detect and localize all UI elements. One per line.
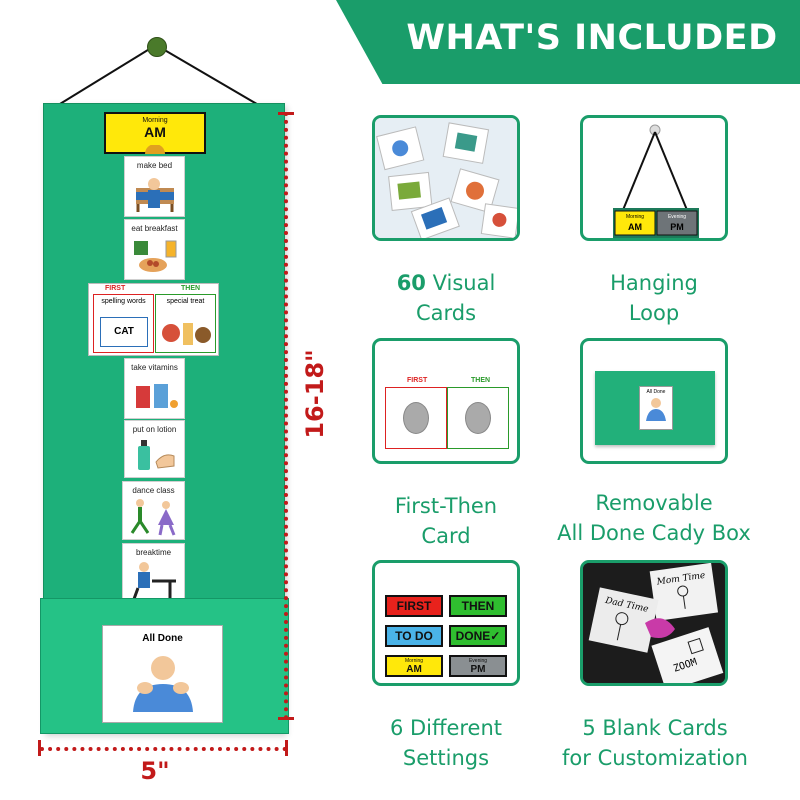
card-dance-class: dance class xyxy=(122,481,185,540)
mini-gesture-icon xyxy=(646,398,666,421)
special-treat-label: special treat xyxy=(166,298,205,305)
card-breaktime: breaktime xyxy=(122,543,185,605)
width-tick-right xyxy=(285,740,288,756)
then-label: THEN xyxy=(181,285,201,292)
height-tick-top xyxy=(278,112,294,115)
card-label: eat breakfast xyxy=(131,224,178,233)
width-dimension-label: 5" xyxy=(140,757,170,785)
dance-icon xyxy=(130,499,175,536)
blank-cards-photo-icon: Mom Time Dad Time ZOOM xyxy=(583,563,725,683)
sunrise-icon xyxy=(145,144,165,154)
vitamins-icon xyxy=(135,384,178,408)
morning-header-card: Morning AM xyxy=(104,112,206,154)
first-slot: spelling words CAT xyxy=(93,294,154,353)
setting-to-do: TO DO xyxy=(385,625,443,647)
page-title: WHAT'S INCLUDED xyxy=(406,18,778,58)
caption-all-done-box: Removable All Done Cady Box xyxy=(544,488,764,548)
setting-done: DONE✓ xyxy=(449,625,507,647)
mini-cady-box: All Done xyxy=(595,371,715,445)
card-put-on-lotion: put on lotion xyxy=(124,420,185,478)
caption-settings: 6 Different Settings xyxy=(372,713,520,773)
caption-line1: Hanging xyxy=(610,271,698,295)
card-eat-breakfast: eat breakfast xyxy=(124,219,185,280)
caption-line1: First-Then xyxy=(394,494,498,518)
card-label: dance class xyxy=(132,486,175,495)
velcro-dot-icon xyxy=(403,402,429,434)
setting-then: THEN xyxy=(449,595,507,617)
caption-visual-cards: 60 Visual Cards xyxy=(372,268,520,328)
first-label: FIRST xyxy=(105,285,126,292)
all-done-card: All Done xyxy=(102,625,223,723)
card-take-vitamins: take vitamins xyxy=(124,358,185,419)
mini-then-slot xyxy=(447,387,509,449)
all-done-label: All Done xyxy=(142,633,183,644)
card-label: take vitamins xyxy=(131,363,178,372)
mini-then-label: THEN xyxy=(471,377,491,384)
mini-morning-label: Morning xyxy=(626,214,644,220)
breakfast-icon xyxy=(133,240,176,272)
tile-all-done-box: All Done xyxy=(580,338,728,464)
mini-first-then-card: FIRST THEN xyxy=(385,377,509,449)
caption-line2: Card xyxy=(421,524,471,548)
wall-hook-icon xyxy=(147,37,167,57)
mini-pm-label: PM xyxy=(670,222,684,232)
setting-first: FIRST xyxy=(385,595,443,617)
cat-word: CAT xyxy=(100,317,148,347)
all-done-gesture-icon xyxy=(132,656,193,712)
height-tick-bottom xyxy=(278,717,294,720)
tile-hanging-loop: Morning AM Evening PM xyxy=(580,115,728,241)
tile-visual-cards xyxy=(372,115,520,241)
mini-all-done-card: All Done xyxy=(639,386,673,430)
height-dimension-line xyxy=(284,112,288,720)
mini-first-label: FIRST xyxy=(407,377,428,384)
caption-line1: Visual xyxy=(432,271,496,295)
card-label: breaktime xyxy=(135,548,172,557)
tile-blank-cards: Mom Time Dad Time ZOOM xyxy=(580,560,728,686)
mini-am-label: AM xyxy=(628,222,642,232)
caption-line2: for Customization xyxy=(562,746,748,770)
caption-count: 60 xyxy=(396,271,426,295)
caption-hanging-loop: Hanging Loop xyxy=(580,268,728,328)
card-make-bed: make bed xyxy=(124,156,185,217)
header-small-label: Morning xyxy=(142,117,168,124)
caption-line1: 5 Blank Cards xyxy=(582,716,728,740)
caption-line2: All Done Cady Box xyxy=(557,521,751,545)
caption-line1: 6 Different xyxy=(389,716,503,740)
velcro-dot-icon xyxy=(465,402,491,434)
caption-line2: Settings xyxy=(402,746,490,770)
caption-line2: Loop xyxy=(628,301,680,325)
lotion-icon xyxy=(137,440,174,470)
mini-all-done-label: All Done xyxy=(646,389,666,395)
height-dimension-label: 16-18" xyxy=(301,349,329,439)
bed-icon xyxy=(135,178,174,212)
card-label: make bed xyxy=(136,161,173,170)
treat-icon xyxy=(162,323,211,345)
card-label: put on lotion xyxy=(132,425,177,434)
spelling-words-label: spelling words xyxy=(101,298,146,305)
first-then-card: FIRST THEN spelling words CAT special tr… xyxy=(88,283,219,356)
caption-first-then-card: First-Then Card xyxy=(372,491,520,551)
caption-line2: Cards xyxy=(415,301,477,325)
header-banner xyxy=(336,0,800,84)
width-dimension-line xyxy=(40,747,287,751)
hanging-loop-icon: Morning AM Evening PM xyxy=(613,124,699,238)
width-tick-left xyxy=(38,740,41,756)
header-big-label: AM xyxy=(144,124,166,140)
mini-first-slot xyxy=(385,387,447,449)
breaktime-icon xyxy=(132,562,176,600)
caption-line1: Removable xyxy=(595,491,713,515)
mini-evening-label: Evening xyxy=(668,214,686,220)
visual-cards-pile-icon xyxy=(375,118,517,238)
then-slot: special treat xyxy=(155,294,216,353)
caption-blank-cards: 5 Blank Cards for Customization xyxy=(550,713,760,773)
hanging-string xyxy=(54,44,263,108)
tile-first-then-card: FIRST THEN xyxy=(372,338,520,464)
